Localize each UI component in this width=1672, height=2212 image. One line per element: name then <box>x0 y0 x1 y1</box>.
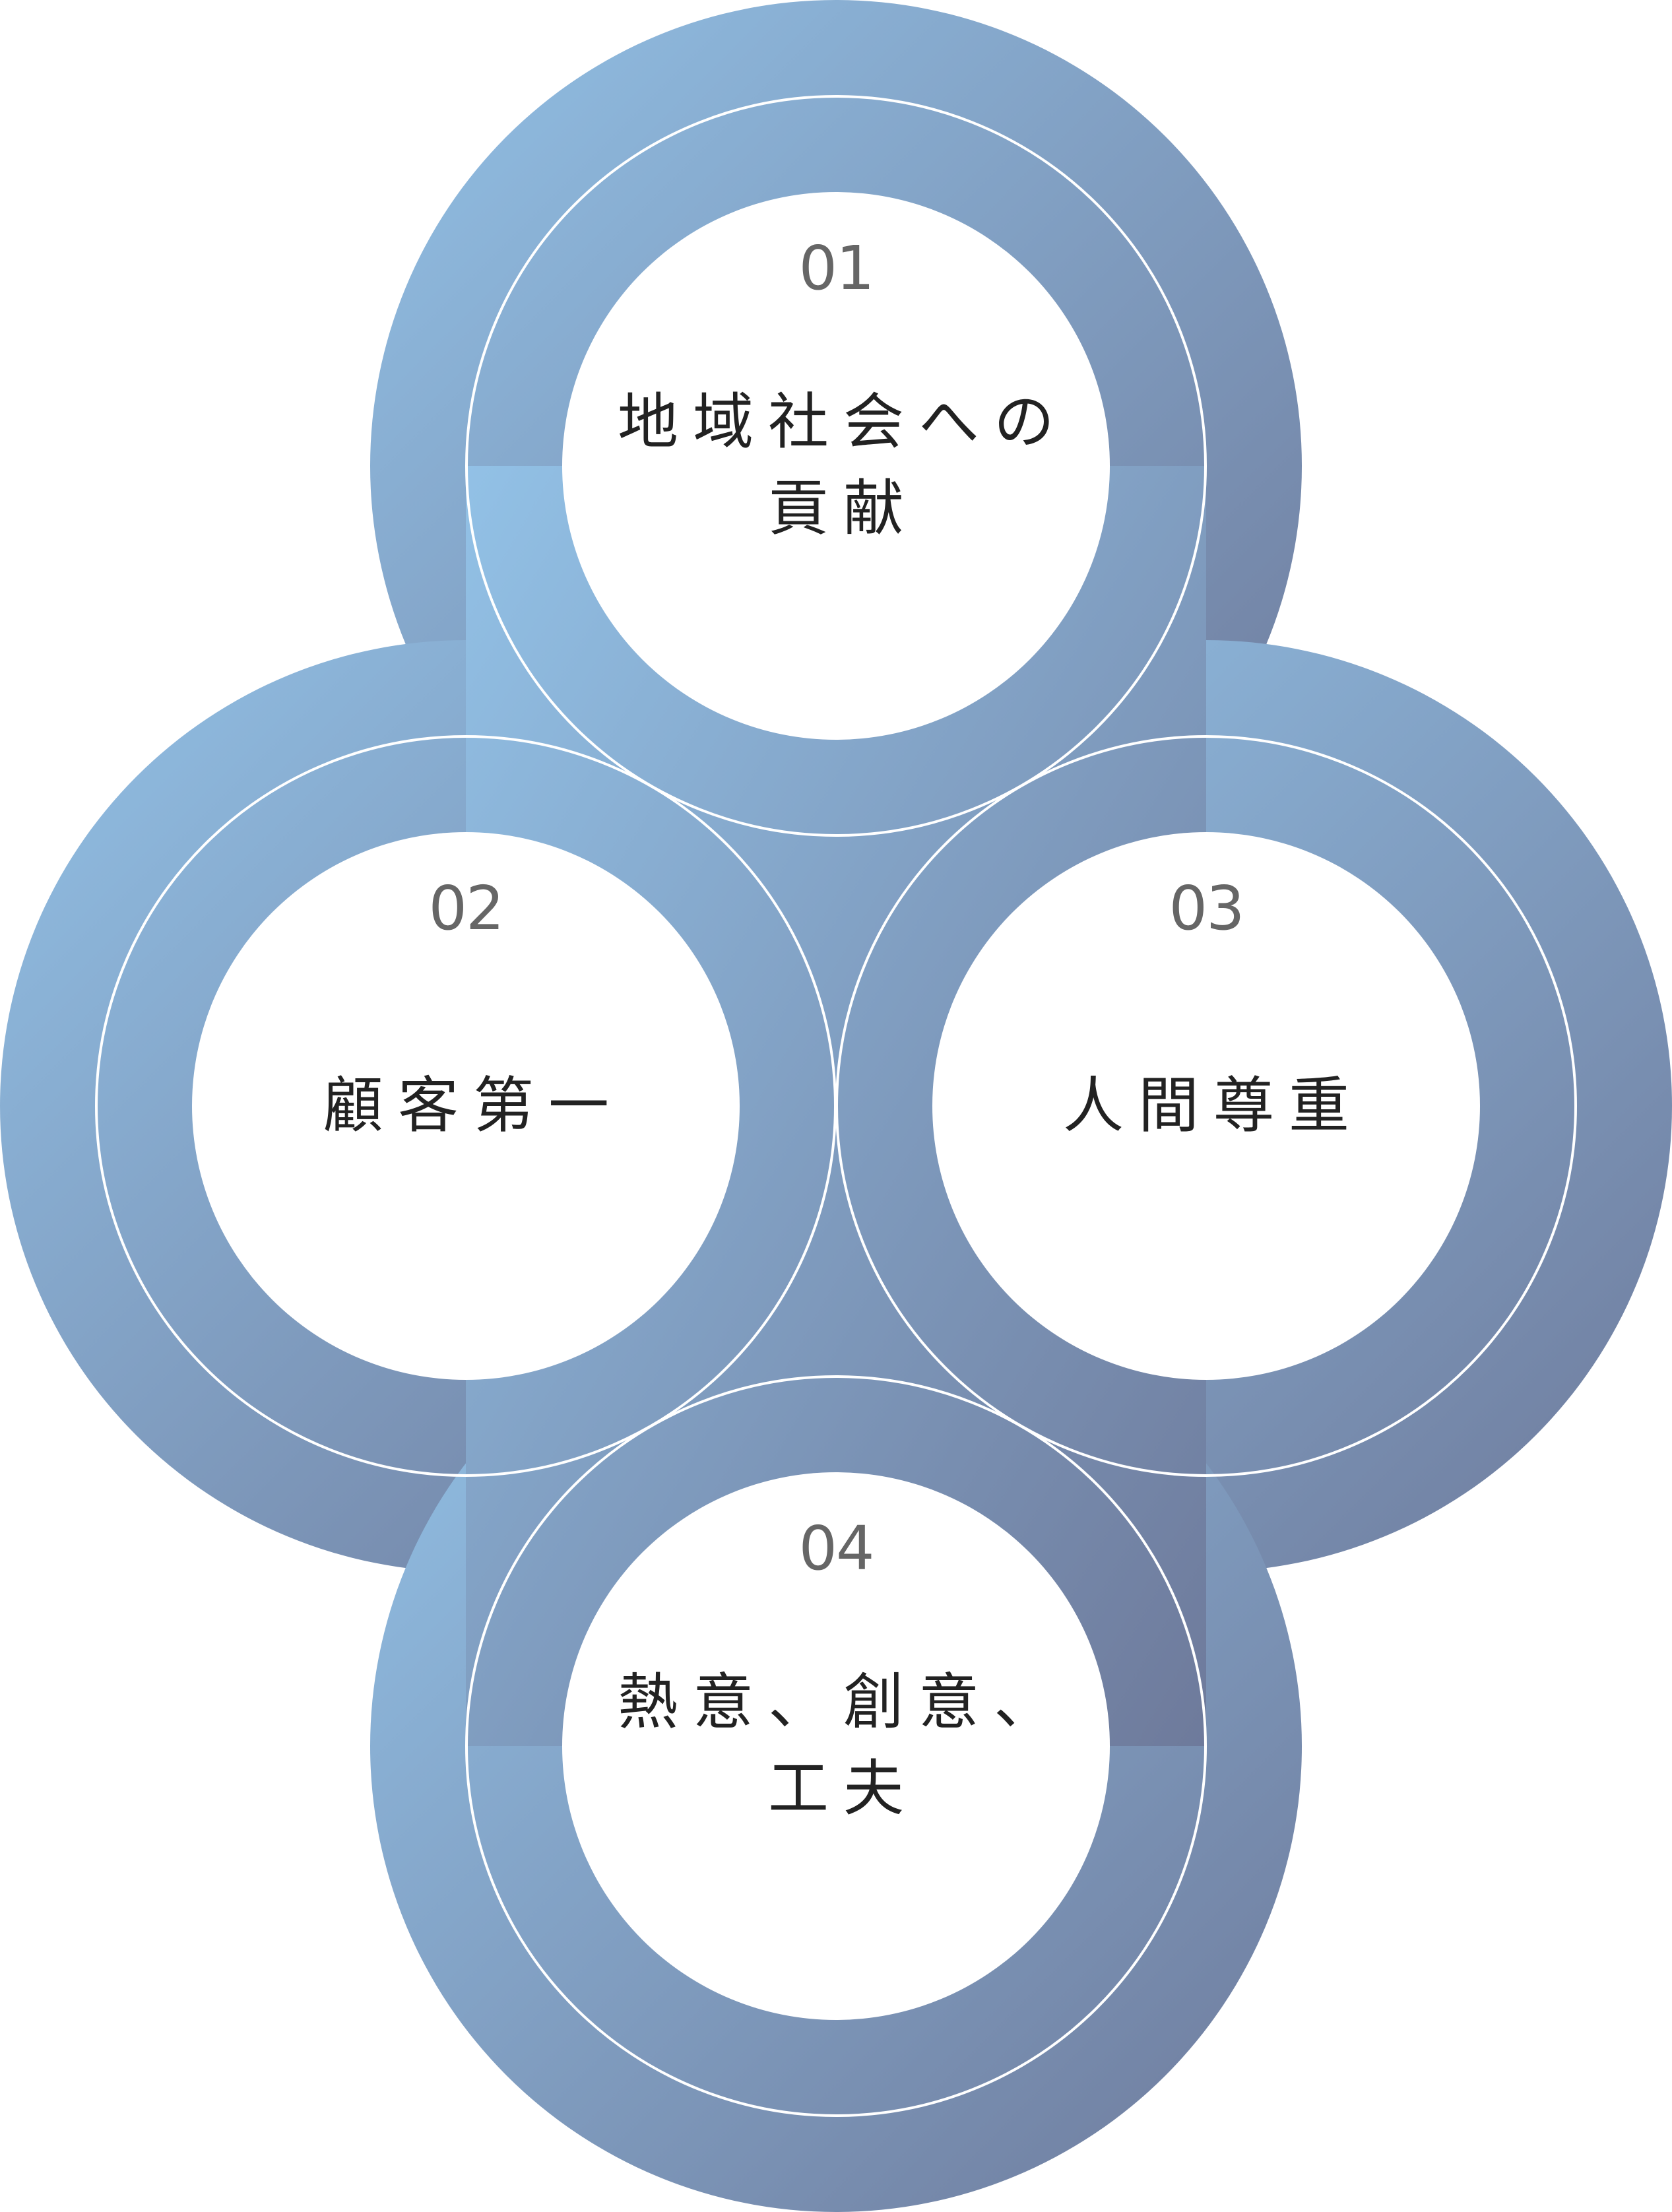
value-title: 顧客第一 <box>215 1063 717 1150</box>
value-title-line: 工夫 <box>767 1753 918 1824</box>
ring-03 <box>835 735 1577 1477</box>
value-title-line: 熱意、創意、 <box>617 1667 1069 1738</box>
value-card-01: 01 地域社会への 貢献 <box>562 192 1110 740</box>
disc-02 <box>192 832 740 1380</box>
value-title-line: 貢献 <box>767 473 918 544</box>
value-title-line: 顧客第一 <box>322 1070 624 1141</box>
disc-04 <box>562 1472 1110 2020</box>
value-title: 地域社会への 貢献 <box>585 379 1087 552</box>
value-number: 01 <box>798 233 874 304</box>
value-number: 02 <box>428 873 504 944</box>
value-title-line: 地域社会への <box>617 387 1069 458</box>
ring-01 <box>465 95 1207 837</box>
value-card-04: 04 熱意、創意、 工夫 <box>562 1472 1110 2020</box>
value-card-03: 03 人間尊重 <box>932 832 1480 1380</box>
inner-discs <box>192 192 1480 2020</box>
value-title-line: 人間尊重 <box>1062 1070 1364 1141</box>
value-number: 04 <box>798 1513 874 1584</box>
value-title: 人間尊重 <box>955 1063 1457 1150</box>
value-title: 熱意、創意、 工夫 <box>585 1660 1087 1832</box>
value-number: 03 <box>1169 873 1244 944</box>
disc-03 <box>932 832 1480 1380</box>
disc-01 <box>562 192 1110 740</box>
ring-04 <box>465 1375 1207 2117</box>
value-card-02: 02 顧客第一 <box>192 832 740 1380</box>
white-rings <box>95 95 1577 2117</box>
